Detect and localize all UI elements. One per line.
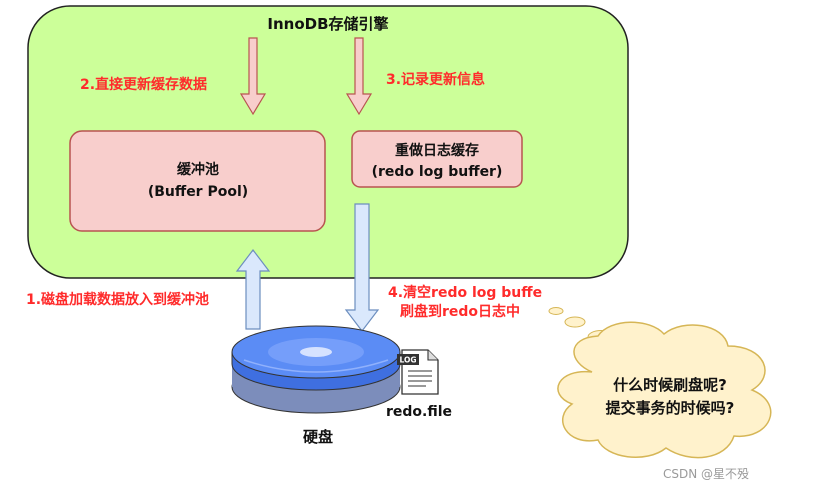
step2-label: 2.直接更新缓存数据 bbox=[80, 76, 207, 93]
log-icon-tag: LOG bbox=[399, 356, 416, 365]
redo-file-label: redo.file bbox=[386, 404, 452, 420]
disk-label: 硬盘 bbox=[303, 428, 333, 446]
buffer-pool-title: 缓冲池 bbox=[177, 161, 219, 178]
buffer-pool-box bbox=[69, 130, 326, 232]
arrow-update-cache bbox=[239, 37, 267, 116]
step4-label-line2: 刷盘到redo日志中 bbox=[400, 303, 520, 320]
redo-log-buffer-title: 重做日志缓存 bbox=[395, 142, 479, 159]
buffer-pool-subtitle: (Buffer Pool) bbox=[148, 184, 248, 200]
step1-label: 1.磁盘加载数据放入到缓冲池 bbox=[26, 291, 209, 308]
arrow-record-update bbox=[345, 37, 373, 116]
watermark: CSDN @星不殁 bbox=[663, 467, 749, 481]
engine-title: InnoDB存储引擎 bbox=[267, 15, 388, 33]
thought-line2: 提交事务的时候吗? bbox=[606, 399, 735, 417]
thought-trail-dot bbox=[564, 316, 586, 328]
step4-label-line1: 4.清空redo log buffe bbox=[388, 284, 542, 301]
thought-line1: 什么时候刷盘呢? bbox=[613, 376, 727, 394]
hard-disk-icon bbox=[231, 325, 401, 414]
log-file-icon bbox=[397, 349, 439, 395]
redo-log-buffer-box bbox=[351, 130, 523, 188]
step3-label: 3.记录更新信息 bbox=[386, 71, 485, 88]
thought-trail-dot bbox=[548, 307, 564, 315]
thought-cloud bbox=[557, 321, 772, 459]
redo-log-buffer-subtitle: (redo log buffer) bbox=[372, 164, 503, 180]
arrow-load-from-disk bbox=[235, 249, 271, 330]
arrow-flush-to-disk bbox=[344, 203, 380, 332]
